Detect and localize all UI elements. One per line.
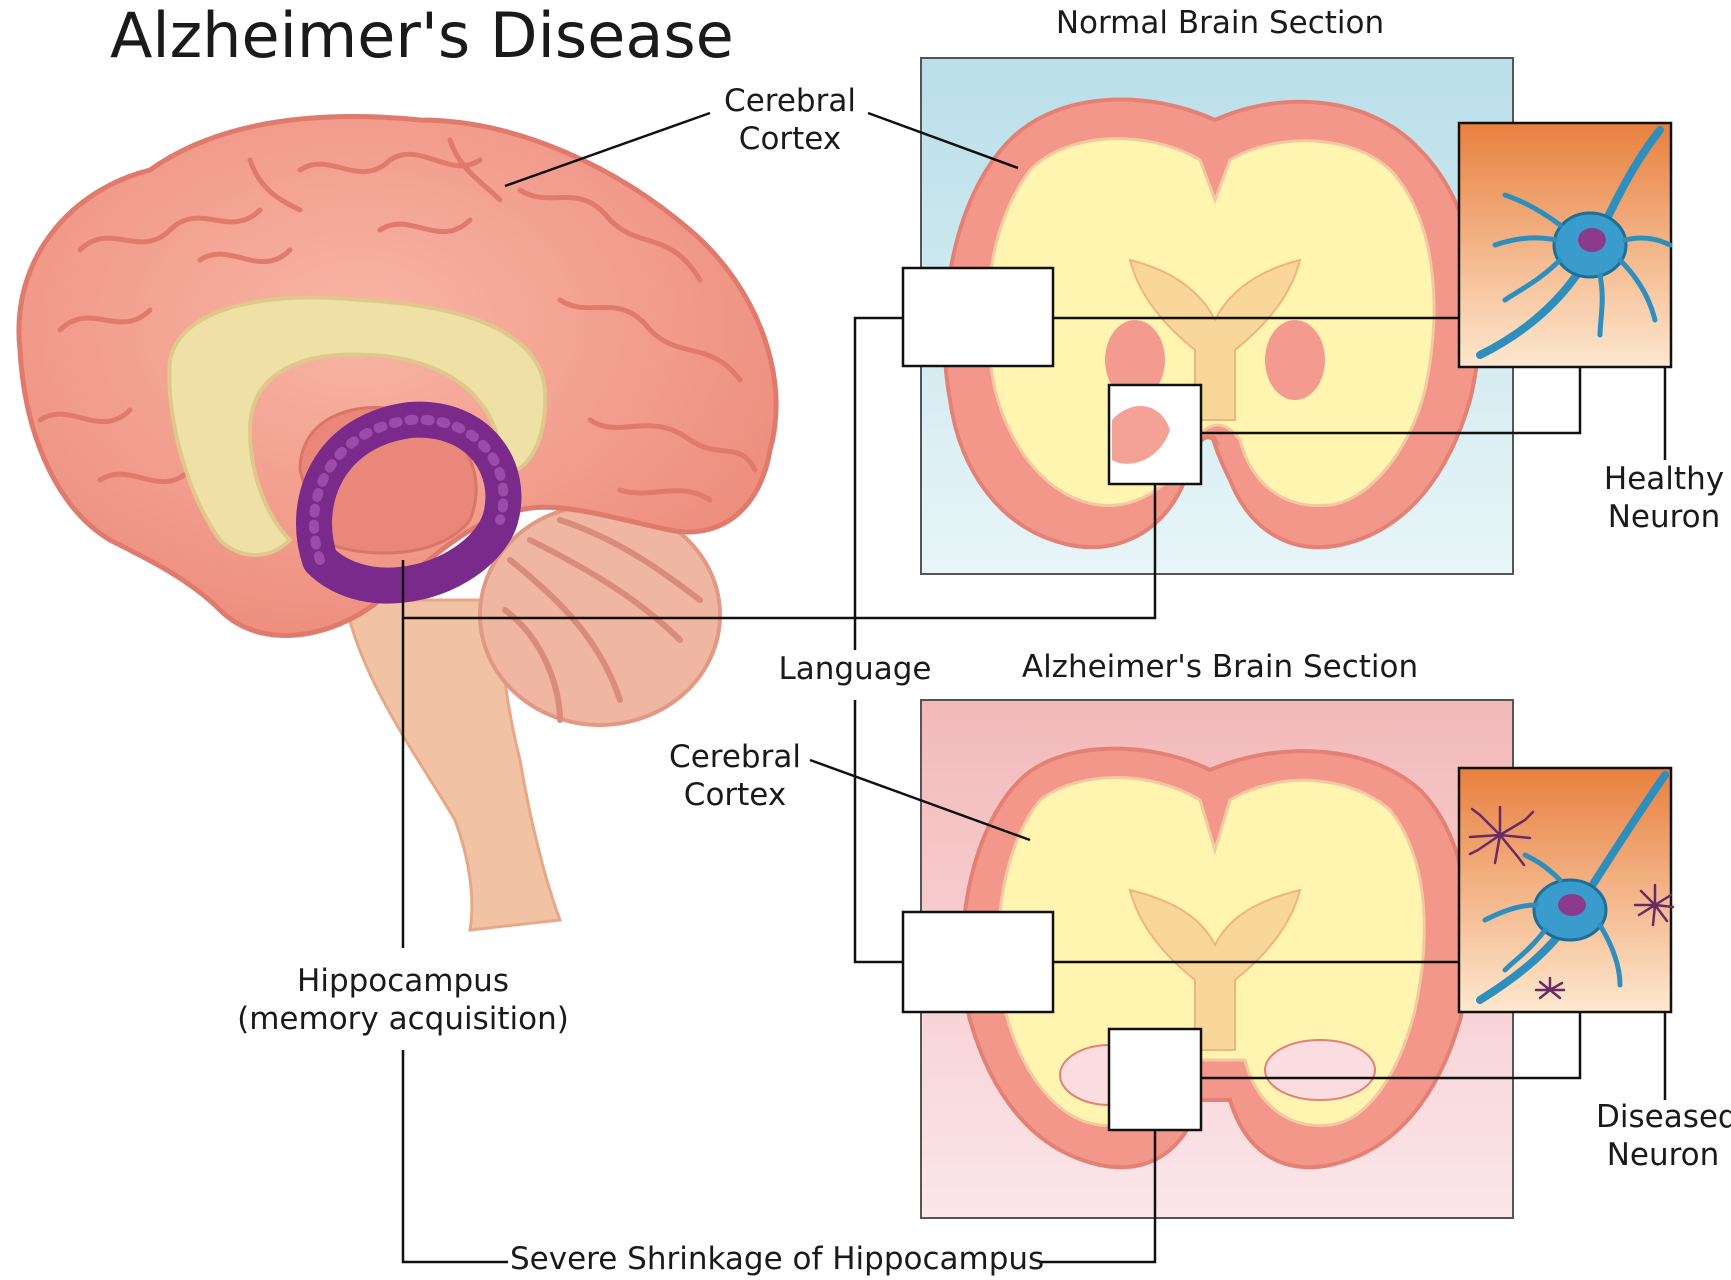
hippocampus-label-line2: (memory acquisition) [237, 1001, 569, 1037]
corpus-callosum [167, 295, 548, 557]
severe-shrinkage-label: Severe Shrinkage of Hippocampus [510, 1241, 1045, 1277]
cerebral-cortex-bottom-line2: Cortex [683, 777, 787, 813]
amyloid-plaques [1468, 805, 1675, 1000]
page-title: Alzheimer's Disease [110, 0, 734, 72]
leader-lines [401, 111, 1157, 1264]
alz-connectors [1053, 960, 1667, 1100]
alz-hippocampus-box [1107, 1027, 1203, 1132]
normal-brain-section [901, 57, 1673, 575]
diseased-neuron [1476, 771, 1669, 1004]
brainstem [343, 598, 563, 932]
alz-section-title: Alzheimer's Brain Section [1021, 649, 1419, 685]
healthy-neuron-line1: Healthy [1603, 461, 1725, 497]
normal-section-title: Normal Brain Section [1055, 5, 1385, 41]
diseased-neuron-line2: Neuron [1606, 1137, 1720, 1173]
normal-connectors [1053, 316, 1667, 460]
diseased-neuron-line1: Diseased [1596, 1099, 1731, 1135]
healthy-neuron [1476, 126, 1673, 359]
alz-cortex-box [901, 910, 1055, 1014]
cerebellum [478, 503, 722, 727]
language-label: Language [778, 651, 932, 687]
cerebral-cortex-bottom-line1: Cerebral [669, 739, 801, 775]
gyri-folds [37, 137, 758, 503]
cerebral-cortex-top-line1: Cerebral [724, 83, 856, 119]
healthy-neuron-line2: Neuron [1607, 499, 1721, 535]
hippocampus-label-line1: Hippocampus [297, 963, 509, 999]
sagittal-brain [16, 114, 779, 932]
normal-cortex-box [901, 266, 1055, 368]
cerebral-cortex-top-line2: Cortex [738, 121, 842, 157]
alzheimers-brain-section [901, 699, 1675, 1219]
